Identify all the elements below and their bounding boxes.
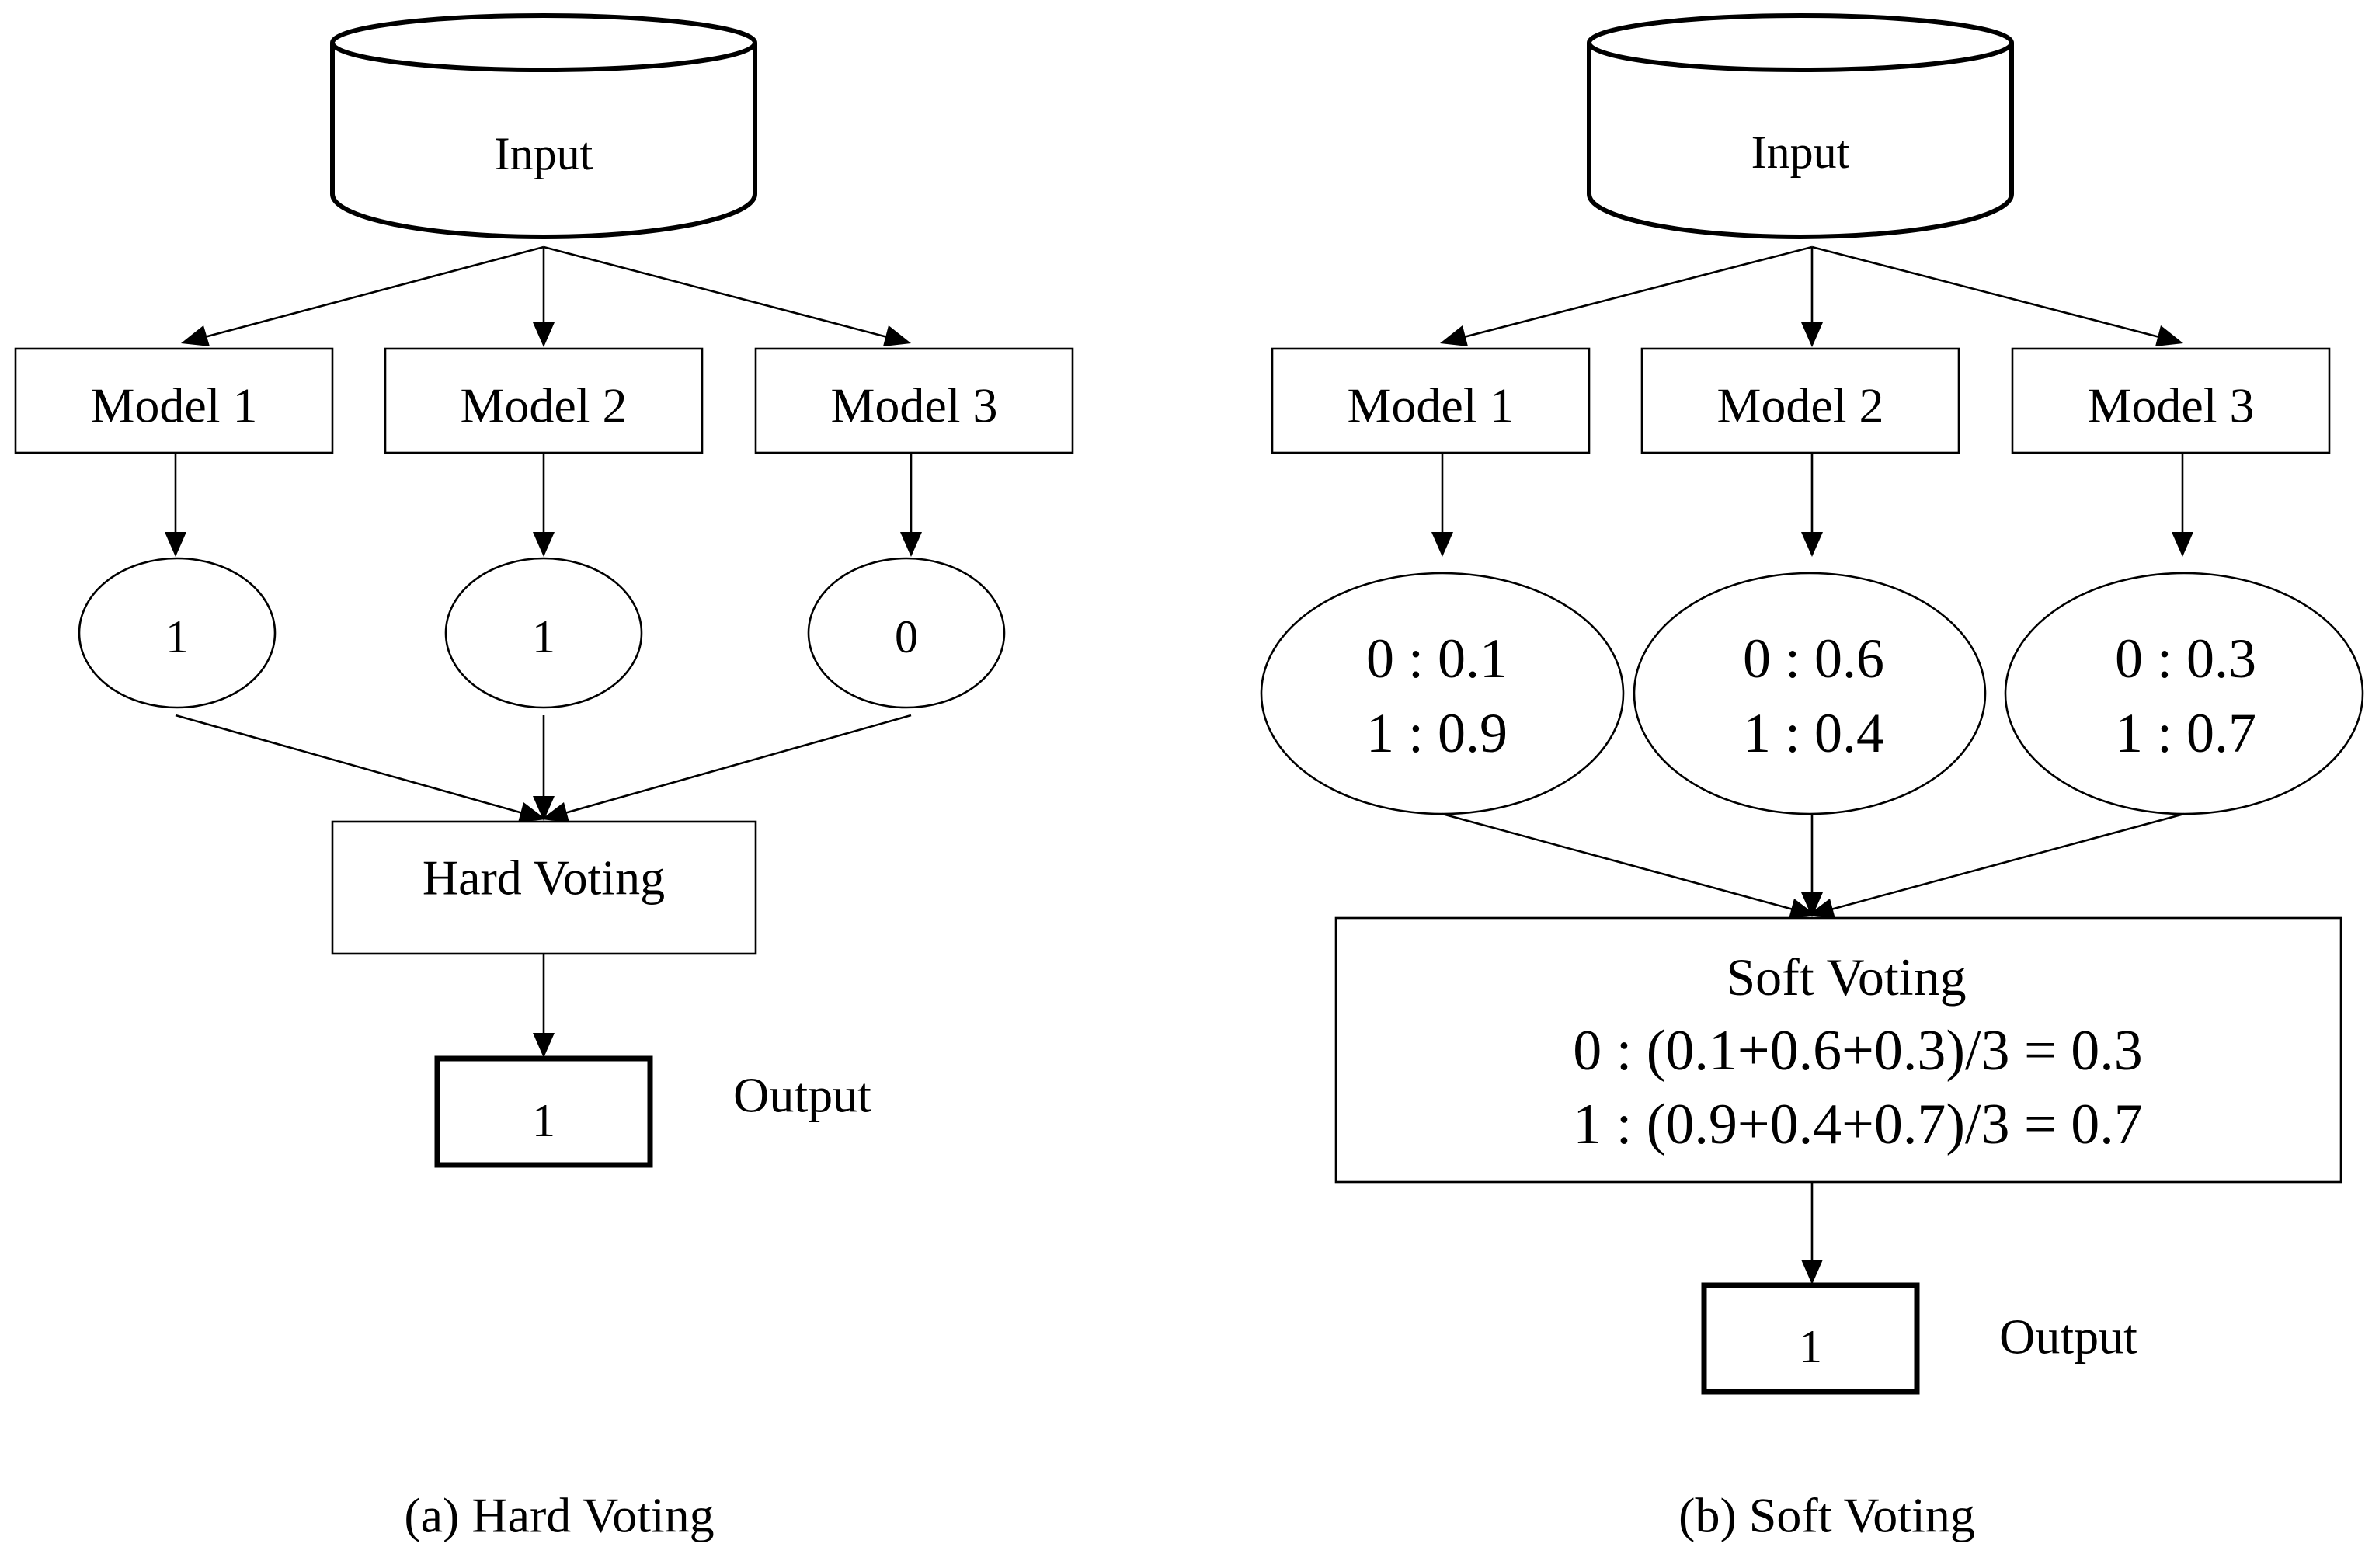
hard-output-value: 1	[532, 1095, 555, 1146]
hard-model-3-label: Model 3	[830, 378, 997, 433]
hard-prediction-2-value: 1	[532, 611, 555, 662]
hard-aggregate-edges	[175, 714, 912, 822]
soft-output-edge	[1801, 1182, 1823, 1285]
soft-probability-3: 0 : 0.3 1 : 0.7	[2004, 572, 2364, 815]
hard-model-3: Model 3	[754, 347, 1074, 454]
hard-prediction-3: 0	[807, 557, 1006, 709]
soft-probability-2-class0: 0 : 0.6	[1743, 628, 1884, 690]
hard-voting-label: Hard Voting	[423, 850, 665, 906]
hard-output-edge	[533, 954, 555, 1058]
soft-probability-2: 0 : 0.6 1 : 0.4	[1633, 572, 1987, 815]
soft-input-label: Input	[1751, 127, 1850, 178]
hard-output-label: Output	[733, 1068, 871, 1123]
hard-prediction-1: 1	[78, 557, 277, 709]
soft-voting-panel: Input Model 1 Model 2 Model 3	[1260, 13, 2364, 1543]
soft-voting-class1-formula: 1 : (0.9+0.4+0.7)/3 = 0.7	[1573, 1093, 2143, 1156]
hard-model-2-label: Model 2	[460, 378, 627, 433]
soft-model-2: Model 2	[1640, 347, 1960, 454]
hard-output-box: 1	[434, 1055, 653, 1168]
soft-model-1-label: Model 1	[1347, 378, 1514, 433]
soft-input-cylinder: Input	[1587, 13, 2014, 239]
soft-probability-1: 0 : 0.1 1 : 0.9	[1260, 572, 1625, 815]
soft-input-edges	[1440, 245, 2183, 347]
soft-probability-1-class0: 0 : 0.1	[1366, 628, 1508, 690]
hard-model-1-label: Model 1	[90, 378, 257, 433]
soft-probability-3-class0: 0 : 0.3	[2115, 628, 2256, 690]
soft-probability-2-class1: 1 : 0.4	[1743, 702, 1884, 764]
soft-output-label: Output	[1999, 1309, 2137, 1365]
hard-voting-caption: (a) Hard Voting	[404, 1488, 714, 1543]
soft-voting-caption: (b) Soft Voting	[1678, 1488, 1975, 1543]
hard-input-label: Input	[495, 128, 593, 179]
hard-prediction-1-value: 1	[165, 611, 189, 662]
hard-prediction-3-value: 0	[895, 611, 918, 662]
soft-voting-title: Soft Voting	[1726, 947, 1966, 1007]
hard-model-2: Model 2	[384, 347, 704, 454]
hard-input-edges	[181, 245, 911, 347]
soft-output-box: 1	[1701, 1282, 1920, 1395]
soft-model-3-label: Model 3	[2087, 378, 2254, 433]
soft-model-edges	[1431, 453, 2193, 557]
soft-voting-box: Soft Voting 0 : (0.1+0.6+0.3)/3 = 0.3 1 …	[1334, 916, 2342, 1184]
hard-voting-panel: Input Model 1 Model 2 Model 3	[14, 13, 1074, 1543]
soft-voting-class0-formula: 0 : (0.1+0.6+0.3)/3 = 0.3	[1573, 1019, 2143, 1083]
soft-model-2-label: Model 2	[1716, 378, 1883, 433]
hard-voting-box: Hard Voting	[331, 820, 757, 955]
soft-model-3: Model 3	[2011, 347, 2331, 454]
soft-output-value: 1	[1799, 1321, 1822, 1372]
soft-model-1: Model 1	[1271, 347, 1591, 454]
soft-probability-3-class1: 1 : 0.7	[2115, 702, 2256, 764]
hard-input-cylinder: Input	[330, 13, 757, 239]
hard-prediction-2: 1	[444, 557, 643, 709]
soft-aggregate-edges	[1442, 812, 2185, 919]
soft-probability-1-class1: 1 : 0.9	[1366, 702, 1508, 764]
hard-model-1: Model 1	[14, 347, 334, 454]
hard-model-edges	[165, 453, 922, 557]
